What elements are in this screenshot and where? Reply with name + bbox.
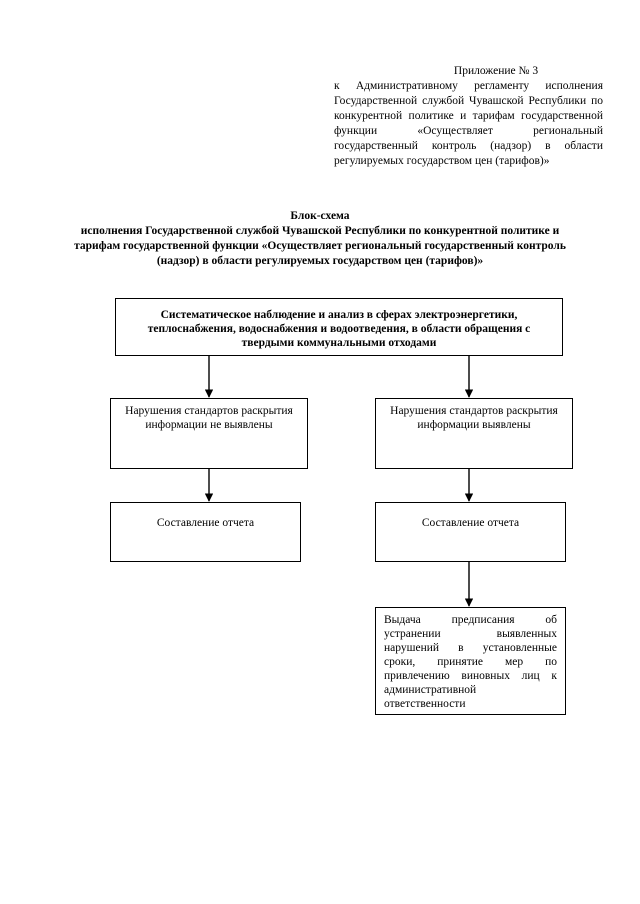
flow-box-report-right: Составление отчета [375, 502, 566, 562]
flow-box-no-violations: Нарушения стандартов раскрытия информаци… [110, 398, 308, 469]
diagram-subtitle: исполнения Государственной службой Чуваш… [74, 225, 566, 267]
appendix-block: Приложение № 3 к Административному регла… [334, 64, 603, 169]
diagram-title-block: Блок-схема исполнения Государственной сл… [60, 209, 580, 269]
flow-box-monitoring: Систематическое наблюдение и анализ в сф… [115, 298, 563, 356]
flow-box-violations-found: Нарушения стандартов раскрытия информаци… [375, 398, 573, 469]
flow-box-order-issue: Выдача предписания об устранении выявлен… [375, 607, 566, 715]
appendix-number: Приложение № 3 [453, 65, 539, 77]
diagram-heading: Блок-схема [290, 210, 350, 222]
appendix-text: к Административному регламенту исполнени… [334, 80, 603, 167]
flow-box-report-left: Составление отчета [110, 502, 301, 562]
